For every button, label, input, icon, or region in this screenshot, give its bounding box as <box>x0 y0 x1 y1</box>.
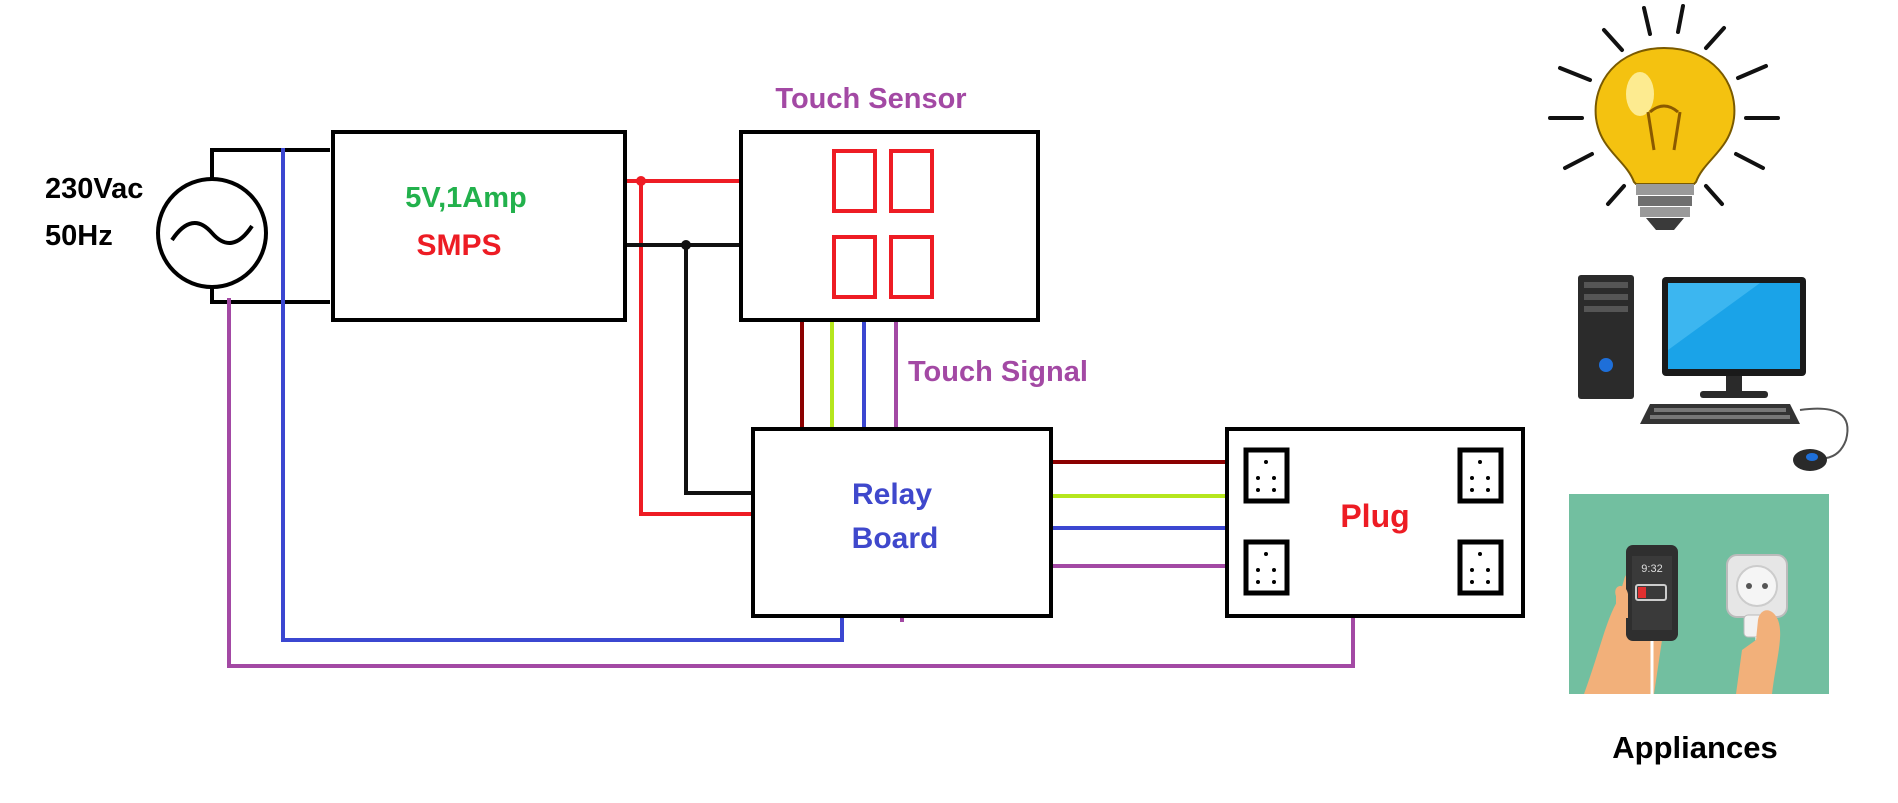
plug-sockets <box>1243 447 1504 596</box>
sine-wave-icon <box>170 221 254 245</box>
touch-signal-label: Touch Signal <box>908 356 1088 388</box>
relay-board-label-line2: Board <box>852 522 939 555</box>
phone-charger-icon: 9:32 <box>1569 494 1829 694</box>
touch-pad-4 <box>889 235 934 299</box>
source-frequency-label: 50Hz <box>45 220 113 252</box>
relay-board-box <box>751 427 1053 618</box>
junction-dot <box>636 176 646 186</box>
purple-return-wire <box>227 298 1355 668</box>
phone-time-label: 9:32 <box>1641 563 1662 575</box>
touch-pad-1 <box>832 149 877 213</box>
socket-icon <box>1457 447 1504 504</box>
blue-return-wire <box>281 148 844 642</box>
ac-source <box>156 177 268 289</box>
wires <box>210 148 1355 668</box>
junction-dot <box>681 240 691 250</box>
socket-icon <box>1243 447 1290 504</box>
light-bulb-icon <box>1548 4 1780 230</box>
smps-name-label: SMPS <box>416 229 501 262</box>
smps-box <box>331 130 627 322</box>
appliances-label: Appliances <box>1612 730 1777 765</box>
smps-ground-to-relay <box>684 245 755 495</box>
plug-label: Plug <box>1340 498 1409 534</box>
relay-board-label-line1: Relay <box>852 478 932 511</box>
touch-pad-3 <box>832 235 877 299</box>
ac-live-wire <box>210 148 330 180</box>
socket-icon <box>1457 539 1504 596</box>
smps-rating-label: 5V,1Amp <box>405 182 526 214</box>
touch-sensor-title: Touch Sensor <box>775 83 966 115</box>
socket-icon <box>1243 539 1290 596</box>
touch-pads <box>832 149 934 299</box>
smps-positive-to-relay <box>639 181 755 516</box>
desktop-computer-icon <box>1578 275 1849 471</box>
source-voltage-label: 230Vac <box>45 173 143 205</box>
touch-pad-2 <box>889 149 934 213</box>
